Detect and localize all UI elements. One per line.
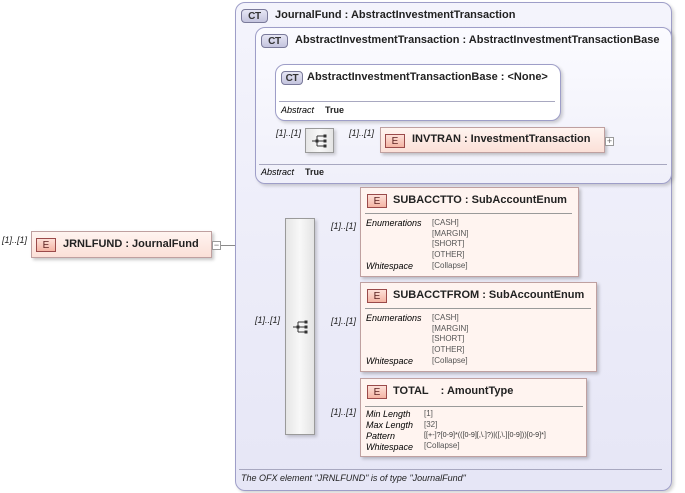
abstract-label: Abstract (281, 105, 315, 115)
whitespace-label: Whitespace (366, 261, 414, 271)
complex-type-title: JournalFund : AbstractInvestmentTransact… (275, 9, 516, 21)
element-subaccto[interactable]: E SUBACCTTO : SubAccountEnum Enumeration… (360, 187, 579, 277)
complex-type-icon: CT (281, 71, 303, 85)
element-label: INVTRAN : InvestmentTransaction (412, 133, 591, 145)
sequence-cardinality: [1]..[1] (276, 128, 302, 138)
connector-root-out (221, 245, 244, 246)
min-length-value: [1] (424, 409, 433, 418)
type-description-footer: The OFX element "JRNLFUND" is of type "J… (241, 473, 466, 483)
enum-value: [SHORT] (432, 239, 465, 249)
divider (279, 101, 555, 102)
whitespace-value: [Collapse] (432, 355, 468, 365)
abstract-label: Abstract (261, 167, 295, 177)
complex-type-title: AbstractInvestmentTransactionBase : <Non… (307, 71, 548, 83)
element-icon: E (36, 238, 56, 252)
divider (365, 406, 583, 407)
complex-type-title: AbstractInvestmentTransaction : Abstract… (295, 34, 660, 46)
whitespace-value: [Collapse] (424, 441, 460, 451)
divider (365, 308, 591, 309)
enumerations-label: Enumerations (366, 218, 422, 228)
enumerations-label: Enumerations (366, 313, 422, 323)
pattern-value: [[+-]?[0-9]*(([0-9][,\.]?)|([,\.][0-9]))… (424, 430, 546, 440)
enum-value: [CASH] (432, 218, 459, 227)
whitespace-value: [Collapse] (432, 260, 468, 270)
divider (259, 164, 667, 165)
complex-type-abstract-investment-transaction-base: CT AbstractInvestmentTransactionBase : <… (275, 64, 561, 121)
element-total[interactable]: E TOTAL : AmountType Min Length [1] Max … (360, 378, 587, 457)
enum-value: [MARGIN] (432, 228, 469, 238)
max-length-value: [32] (424, 419, 438, 429)
element-cardinality: [1]..[1] (331, 221, 357, 231)
sequence-compositor[interactable] (285, 218, 315, 435)
pattern-label: Pattern (366, 431, 396, 441)
element-invtran[interactable]: E INVTRAN : InvestmentTransaction (380, 127, 605, 153)
min-length-label: Min Length (366, 409, 411, 419)
complex-type-icon: CT (261, 34, 288, 48)
whitespace-label: Whitespace (366, 442, 414, 452)
enum-value: [MARGIN] (432, 323, 469, 333)
sequence-compositor[interactable] (305, 128, 334, 153)
root-element-label: JRNLFUND : JournalFund (63, 238, 199, 250)
root-element-jrnlfund[interactable]: E JRNLFUND : JournalFund (31, 231, 212, 258)
whitespace-label: Whitespace (366, 356, 414, 366)
sequence-icon (312, 134, 327, 148)
root-cardinality: [1]..[1] (2, 235, 28, 245)
element-label: TOTAL : AmountType (393, 385, 514, 397)
element-icon: E (367, 385, 387, 399)
enum-value: [OTHER] (432, 250, 465, 260)
collapse-toggle-icon[interactable]: − (212, 240, 221, 250)
element-label: SUBACCTTO : SubAccountEnum (393, 194, 567, 206)
expand-toggle-icon[interactable]: + (605, 136, 614, 146)
element-label: SUBACCTFROM : SubAccountEnum (393, 289, 585, 301)
footer-divider (239, 469, 662, 470)
element-cardinality: [1]..[1] (331, 316, 357, 326)
element-icon: E (367, 194, 387, 208)
element-icon: E (385, 134, 405, 148)
sequence-cardinality: [1]..[1] (255, 315, 281, 325)
element-subacctfrom[interactable]: E SUBACCTFROM : SubAccountEnum Enumerati… (360, 282, 597, 372)
abstract-value: True (305, 167, 325, 177)
element-icon: E (367, 289, 387, 303)
element-cardinality: [1]..[1] (331, 407, 357, 417)
complex-type-icon: CT (241, 9, 268, 23)
enum-value: [OTHER] (432, 345, 465, 355)
sequence-icon (293, 320, 308, 334)
element-cardinality: [1]..[1] (349, 128, 375, 138)
enum-value: [SHORT] (432, 334, 465, 344)
abstract-value: True (325, 105, 345, 115)
divider (365, 213, 572, 214)
enum-value: [CASH] (432, 313, 459, 322)
max-length-label: Max Length (366, 420, 414, 430)
